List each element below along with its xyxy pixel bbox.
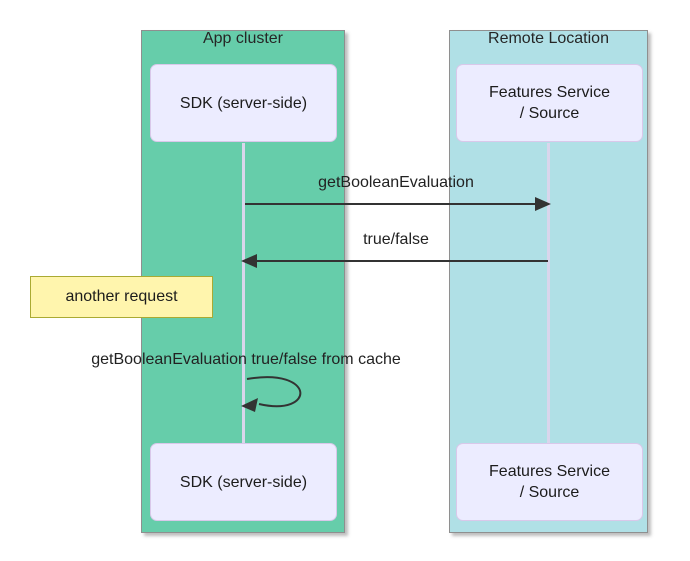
actor-features-top: Features Service / Source	[456, 64, 643, 142]
message-label-true-false: true/false	[363, 231, 429, 248]
note-label: another request	[65, 288, 178, 305]
actor-sdk-top: SDK (server-side)	[150, 64, 337, 142]
features-lifeline	[547, 143, 550, 443]
actor-sdk-bottom: SDK (server-side)	[150, 443, 337, 521]
actor-features-bottom: Features Service / Source	[456, 443, 643, 521]
sdk-lifeline	[242, 143, 245, 443]
remote-location-title: Remote Location	[488, 30, 609, 47]
message-label-cache-self-call: getBooleanEvaluation true/false from cac…	[91, 351, 401, 368]
message-label-get-boolean-evaluation: getBooleanEvaluation	[318, 174, 474, 191]
note-another-request: another request	[30, 276, 213, 318]
app-cluster-title: App cluster	[202, 30, 284, 47]
